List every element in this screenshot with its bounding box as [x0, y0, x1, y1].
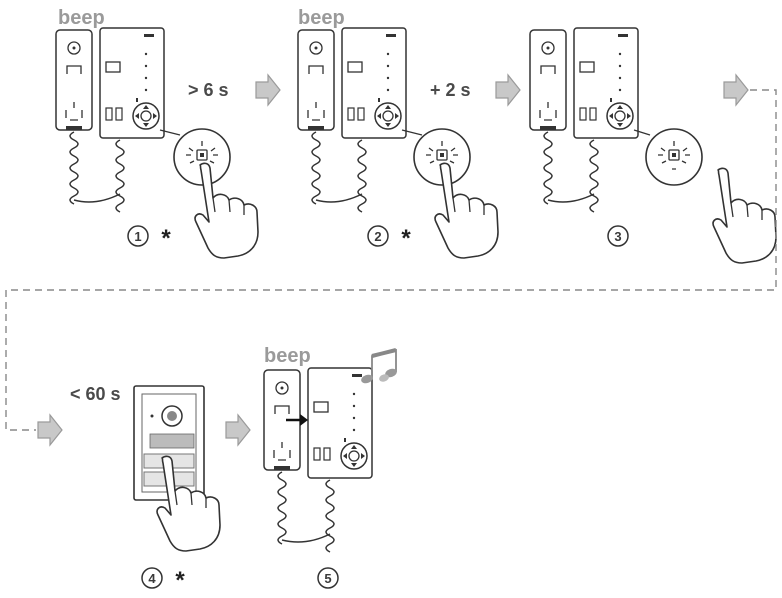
- pointing-hand-icon: [194, 162, 259, 259]
- step-4: < 60 s 4 *: [37, 384, 251, 594]
- coiled-cord-icon: [589, 139, 599, 213]
- duration-label: < 60 s: [70, 384, 121, 404]
- step-3: 3: [529, 27, 777, 264]
- asterisk-marker: *: [175, 567, 185, 594]
- step-number: 2: [374, 229, 381, 244]
- coiled-cord-icon: [115, 139, 125, 213]
- coiled-cord-icon: [357, 139, 367, 213]
- right-arrow-icon: [255, 74, 281, 106]
- duration-label: + 2 s: [430, 80, 471, 100]
- beep-label: beep: [264, 345, 311, 367]
- intercom-handset-icon: [55, 29, 93, 131]
- coiled-cord-icon: [311, 131, 321, 205]
- arrow-head: [300, 414, 308, 426]
- intercom-handset-icon: [297, 29, 335, 131]
- intercom-base-icon: [99, 27, 165, 139]
- step-5: beep 5: [263, 345, 397, 589]
- right-arrow-icon: [723, 74, 749, 106]
- asterisk-marker: *: [161, 225, 171, 252]
- dashed-connector: [5, 89, 777, 431]
- step-number: 5: [324, 571, 331, 586]
- asterisk-marker: *: [401, 225, 411, 252]
- step-number: 1: [134, 229, 141, 244]
- music-note-icon: [361, 348, 397, 384]
- step-number: 4: [148, 571, 156, 586]
- right-arrow-icon: [495, 74, 521, 106]
- duration-label: > 6 s: [188, 80, 229, 100]
- coiled-cord-icon: [69, 131, 79, 205]
- intercom-base-icon: [341, 27, 407, 139]
- right-arrow-icon: [37, 414, 63, 446]
- intercom-base-icon: [307, 367, 373, 479]
- coiled-cord-icon: [325, 479, 335, 553]
- intercom-base-icon: [573, 27, 639, 139]
- pointing-hand-icon: [712, 167, 777, 264]
- beep-label: beep: [298, 7, 345, 29]
- beep-label: beep: [58, 7, 105, 29]
- coiled-cord-icon: [277, 471, 287, 545]
- intercom-handset-icon: [529, 29, 567, 131]
- step-number: 3: [614, 229, 621, 244]
- right-arrow-icon: [225, 414, 251, 446]
- coiled-cord-icon: [543, 131, 553, 205]
- push-button-icon: [645, 128, 703, 186]
- pointing-hand-icon: [434, 162, 499, 259]
- step-1: beep > 6 s 1 *: [55, 7, 281, 259]
- step-2: beep + 2 s 2 *: [297, 7, 521, 259]
